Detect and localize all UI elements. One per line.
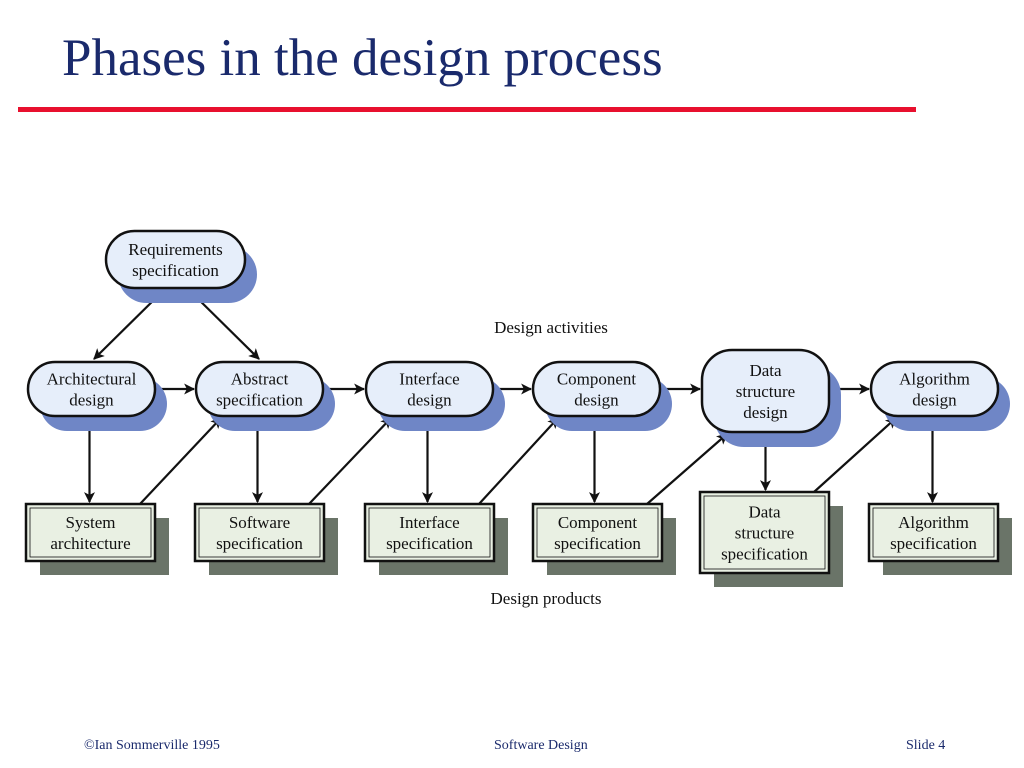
product-system-architecture-inner-border bbox=[29, 507, 152, 558]
requirements-specification-node-label-line: Requirements bbox=[128, 240, 222, 259]
product-data-structure-specification-label-line: specification bbox=[721, 545, 808, 564]
product-interface-specification-label-line: specification bbox=[386, 534, 473, 553]
activity-data-structure-design-label-line: structure bbox=[736, 382, 795, 401]
title-divider bbox=[18, 107, 916, 112]
product-component-specification-label-line: specification bbox=[554, 534, 641, 553]
arrow-product-3-to-activity-4 bbox=[478, 417, 559, 505]
activity-interface-design-label-line: Interface bbox=[399, 370, 459, 389]
product-interface-specification: Interface specification bbox=[363, 502, 508, 575]
activity-interface-design: Interface design bbox=[364, 360, 505, 431]
requirements-specification-node-label-line: specification bbox=[132, 261, 219, 280]
activity-data-structure-design-label-line: Data bbox=[749, 361, 782, 380]
footer-copyright: ©Ian Sommerville 1995 bbox=[84, 738, 220, 753]
design-products-label: Design products bbox=[491, 589, 602, 608]
product-data-structure-specification-shape bbox=[698, 490, 831, 575]
product-system-architecture-label-line: architecture bbox=[50, 534, 130, 553]
activity-component-design-label-line: Component bbox=[557, 370, 637, 389]
activity-component-design-label-line: design bbox=[574, 391, 619, 410]
arrow-product-4-to-activity-5 bbox=[646, 433, 728, 505]
activity-architectural-design-label-line: Architectural bbox=[47, 370, 137, 389]
footer-course-title: Software Design bbox=[494, 738, 588, 753]
activity-interface-design-label-line: design bbox=[407, 391, 452, 410]
product-data-structure-specification-label-line: Data bbox=[748, 503, 781, 522]
activity-component-design: Component design bbox=[531, 360, 672, 431]
product-interface-specification-shape bbox=[363, 502, 496, 563]
activity-architectural-design-shape bbox=[26, 360, 157, 418]
product-algorithm-specification-label-line: specification bbox=[890, 534, 977, 553]
activity-abstract-specification-label-line: Abstract bbox=[231, 370, 289, 389]
product-algorithm-specification: Algorithm specification bbox=[867, 502, 1012, 575]
activity-algorithm-design-shape bbox=[869, 360, 1000, 418]
activity-algorithm-design: Algorithm design bbox=[869, 360, 1010, 431]
arrow-product-2-to-activity-3 bbox=[308, 417, 392, 505]
activity-component-design-shape bbox=[531, 360, 662, 418]
arrow-product-1-to-activity-2 bbox=[139, 417, 222, 505]
product-software-specification-label-line: Software bbox=[229, 513, 290, 532]
product-system-architecture-shape bbox=[24, 502, 157, 563]
product-software-specification-inner-border bbox=[198, 507, 321, 558]
product-component-specification-label-line: Component bbox=[558, 513, 638, 532]
activity-abstract-specification: Abstract specification bbox=[194, 360, 335, 431]
product-software-specification: Software specification bbox=[193, 502, 338, 575]
product-interface-specification-inner-border bbox=[368, 507, 491, 558]
product-data-structure-specification-label-line: structure bbox=[735, 524, 794, 543]
design-activities-label: Design activities bbox=[494, 318, 608, 337]
activity-algorithm-design-label-line: design bbox=[912, 391, 957, 410]
activity-abstract-specification-label-line: specification bbox=[216, 391, 303, 410]
product-component-specification-shape bbox=[531, 502, 664, 563]
activity-data-structure-design-shape bbox=[700, 348, 831, 434]
product-software-specification-shape bbox=[193, 502, 326, 563]
requirements-specification-node: Requirements specification bbox=[104, 229, 257, 303]
activity-algorithm-design-label-line: Algorithm bbox=[899, 370, 970, 389]
requirements-specification-node-shape bbox=[104, 229, 247, 290]
product-system-architecture-label-line: System bbox=[65, 513, 115, 532]
activity-abstract-specification-shape bbox=[194, 360, 325, 418]
product-interface-specification-label-line: Interface bbox=[399, 513, 459, 532]
product-software-specification-label-line: specification bbox=[216, 534, 303, 553]
activity-data-structure-design: Data structure design bbox=[700, 348, 841, 447]
product-system-architecture: System architecture bbox=[24, 502, 169, 575]
product-data-structure-specification: Data structure specification bbox=[698, 490, 843, 587]
diagram-nodes: RequirementsspecificationArchitecturalde… bbox=[24, 229, 1012, 587]
activity-data-structure-design-label-line: design bbox=[743, 403, 788, 422]
arrow-product-5-to-activity-6 bbox=[813, 417, 897, 493]
product-algorithm-specification-inner-border bbox=[872, 507, 995, 558]
activity-architectural-design: Architectural design bbox=[26, 360, 167, 431]
footer-slide-number: Slide 4 bbox=[906, 738, 946, 753]
product-algorithm-specification-shape bbox=[867, 502, 1000, 563]
slide-title: Phases in the design process bbox=[62, 29, 663, 87]
product-data-structure-specification-inner-border bbox=[703, 495, 826, 570]
activity-architectural-design-label-line: design bbox=[69, 391, 114, 410]
activity-interface-design-shape bbox=[364, 360, 495, 418]
product-component-specification: Component specification bbox=[531, 502, 676, 575]
product-component-specification-inner-border bbox=[536, 507, 659, 558]
product-algorithm-specification-label-line: Algorithm bbox=[898, 513, 969, 532]
